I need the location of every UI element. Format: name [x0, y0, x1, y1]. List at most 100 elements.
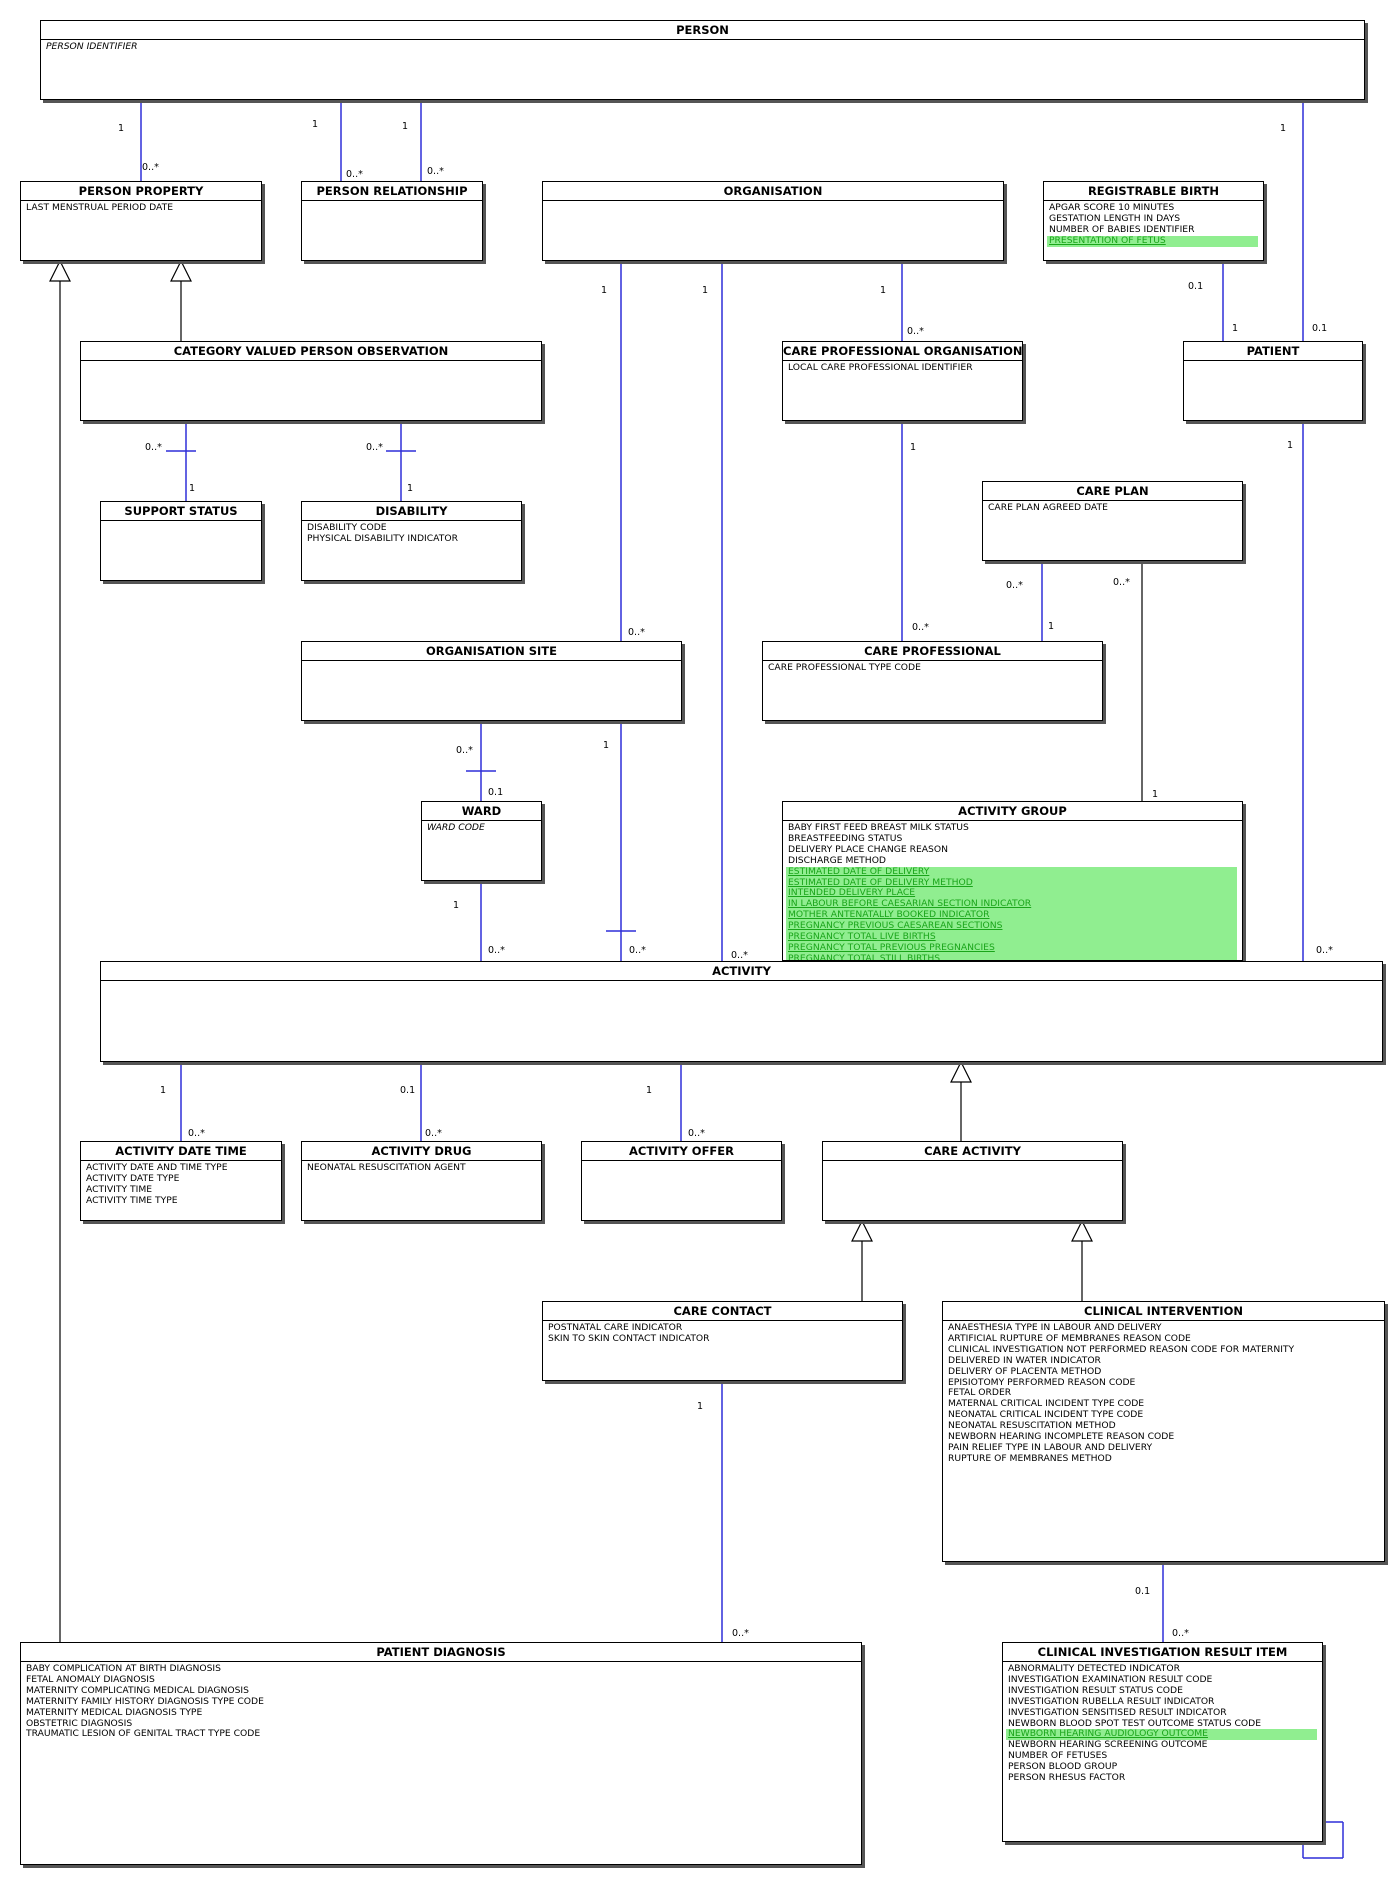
entity-attribute: MATERNAL CRITICAL INCIDENT TYPE CODE: [948, 1398, 1145, 1410]
entity-patient: PATIENT: [1183, 341, 1363, 421]
multiplicity-label: 0..*: [1316, 945, 1333, 956]
entity-attribute: EPISIOTOMY PERFORMED REASON CODE: [948, 1376, 1136, 1388]
multiplicity-label: 0.1: [400, 1085, 416, 1096]
entity-activity-offer: ACTIVITY OFFER: [581, 1141, 782, 1221]
entity-title: PATIENT DIAGNOSIS: [21, 1643, 861, 1662]
multiplicity-label: 1: [402, 121, 409, 132]
entity-attribute: CARE PROFESSIONAL TYPE CODE: [768, 662, 921, 673]
entity-title: CARE ACTIVITY: [823, 1142, 1122, 1161]
entity-title: CLINICAL INTERVENTION: [943, 1302, 1384, 1321]
entity-attribute: BABY FIRST FEED BREAST MILK STATUS: [788, 822, 969, 833]
entity-attribute: PERSON IDENTIFIER: [46, 41, 138, 52]
multiplicity-label: 1: [603, 740, 610, 751]
entity-attribute: BABY COMPLICATION AT BIRTH DIAGNOSIS: [26, 1663, 221, 1674]
entity-attribute: INTENDED DELIVERY PLACE: [786, 888, 1237, 900]
multiplicity-label: 0..*: [188, 1128, 205, 1139]
entity-attribute: DELIVERY OF PLACENTA METHOD: [948, 1365, 1102, 1377]
multiplicity-label: 1: [646, 1085, 653, 1096]
generalization-arrowhead: [1071, 1219, 1093, 1242]
entity-title: CATEGORY VALUED PERSON OBSERVATION: [81, 342, 541, 361]
multiplicity-label: 1: [880, 285, 887, 296]
entity-attribute: NEWBORN HEARING INCOMPLETE REASON CODE: [948, 1431, 1175, 1443]
entity-person-relationship: PERSON RELATIONSHIP: [301, 181, 483, 261]
multiplicity-label: 0..*: [732, 1628, 749, 1639]
entity-attribute: PRESENTATION OF FETUS: [1047, 235, 1258, 247]
entity-attribute: FETAL ANOMALY DIAGNOSIS: [26, 1673, 155, 1685]
entity-attributes: [302, 201, 482, 205]
entity-attribute: ESTIMATED DATE OF DELIVERY METHOD: [786, 877, 1237, 889]
entity-attribute: BREASTFEEDING STATUS: [788, 832, 903, 844]
multiplicity-label: 0..*: [628, 627, 645, 638]
entity-attributes: [1184, 361, 1362, 365]
entity-title: ACTIVITY OFFER: [582, 1142, 781, 1161]
entity-attribute: NEONATAL RESUSCITATION METHOD: [948, 1420, 1116, 1432]
multiplicity-label: 0.1: [1188, 281, 1204, 292]
entity-organisation-site: ORGANISATION SITE: [301, 641, 682, 721]
entity-title: CARE PLAN: [983, 482, 1242, 501]
entity-title: ORGANISATION SITE: [302, 642, 681, 661]
entity-attribute: APGAR SCORE 10 MINUTES: [1049, 202, 1175, 213]
multiplicity-label: 1: [910, 442, 917, 453]
entity-attribute: NEWBORN HEARING AUDIOLOGY OUTCOME: [1006, 1729, 1317, 1741]
multiplicity-label: 1: [1280, 123, 1287, 134]
multiplicity-label: 1: [453, 900, 460, 911]
entity-attribute: PERSON RHESUS FACTOR: [1008, 1772, 1126, 1784]
entity-attribute: GESTATION LENGTH IN DAYS: [1049, 212, 1181, 224]
multiplicity-label: 1: [702, 285, 709, 296]
entity-attribute: POSTNATAL CARE INDICATOR: [548, 1322, 683, 1333]
entity-activity: ACTIVITY: [100, 961, 1383, 1062]
entity-attribute: PREGNANCY PREVIOUS CAESAREAN SECTIONS: [786, 920, 1237, 933]
entity-attribute: ANAESTHESIA TYPE IN LABOUR AND DELIVERY: [948, 1322, 1162, 1333]
multiplicity-label: 1: [160, 1085, 167, 1096]
multiplicity-label: 0..*: [346, 169, 363, 180]
entity-attribute: NUMBER OF BABIES IDENTIFIER: [1049, 223, 1195, 235]
entity-attributes: ABNORMALITY DETECTED INDICATOR INVESTIGAT…: [1003, 1662, 1322, 1786]
entity-attributes: [823, 1161, 1122, 1165]
entity-attribute: CLINICAL INVESTIGATION NOT PERFORMED REA…: [948, 1343, 1295, 1355]
entity-attribute: INVESTIGATION RESULT STATUS CODE: [1008, 1684, 1183, 1696]
multiplicity-label: 0..*: [427, 166, 444, 177]
entity-support-status: SUPPORT STATUS: [100, 501, 262, 581]
entity-title: CLINICAL INVESTIGATION RESULT ITEM: [1003, 1643, 1322, 1662]
generalization-arrowhead: [49, 259, 71, 282]
entity-attributes: LAST MENSTRUAL PERIOD DATE: [21, 201, 261, 216]
entity-attributes: WARD CODE: [422, 821, 541, 836]
entity-attribute: NEONATAL RESUSCITATION AGENT: [307, 1162, 466, 1173]
entity-attribute: ABNORMALITY DETECTED INDICATOR: [1008, 1663, 1180, 1674]
entity-title: ACTIVITY DATE TIME: [81, 1142, 281, 1161]
multiplicity-label: 1: [1048, 621, 1055, 632]
multiplicity-label: 0..*: [1006, 580, 1023, 591]
multiplicity-label: 0..*: [425, 1128, 442, 1139]
entity-attribute: ESTIMATED DATE OF DELIVERY: [786, 866, 1237, 878]
entity-title: PATIENT: [1184, 342, 1362, 361]
entity-attributes: [543, 201, 1003, 205]
multiplicity-label: 0.1: [488, 787, 504, 798]
entity-attribute: PERSON BLOOD GROUP: [1008, 1761, 1118, 1773]
entity-attribute: ACTIVITY TIME: [86, 1183, 153, 1195]
entity-attribute: PAIN RELIEF TYPE IN LABOUR AND DELIVERY: [948, 1441, 1153, 1453]
entity-title: CARE PROFESSIONAL ORGANISATION: [783, 342, 1022, 361]
multiplicity-label: 1: [601, 285, 608, 296]
generalization-arrowhead: [950, 1060, 972, 1083]
entity-attribute: MATERNITY FAMILY HISTORY DIAGNOSIS TYPE …: [26, 1695, 264, 1707]
entity-attribute: LOCAL CARE PROFESSIONAL IDENTIFIER: [788, 362, 973, 373]
entity-title: ACTIVITY GROUP: [783, 802, 1242, 821]
multiplicity-label: 0..*: [1172, 1628, 1189, 1639]
entity-title: ACTIVITY DRUG: [302, 1142, 541, 1161]
entity-attribute: ACTIVITY TIME TYPE: [86, 1194, 178, 1206]
entity-title: ORGANISATION: [543, 182, 1003, 201]
multiplicity-label: 0..*: [366, 442, 383, 453]
entity-attribute: DISABILITY CODE: [307, 522, 387, 533]
entity-category-valued-person-observation: CATEGORY VALUED PERSON OBSERVATION: [80, 341, 542, 421]
